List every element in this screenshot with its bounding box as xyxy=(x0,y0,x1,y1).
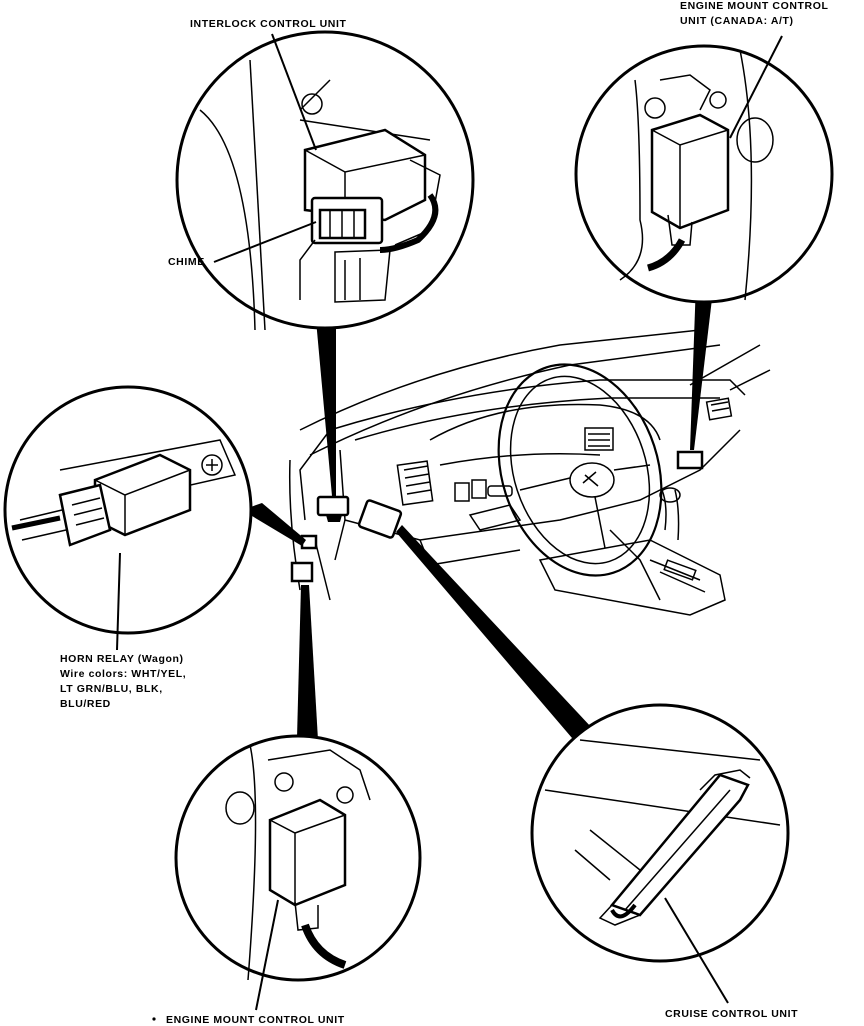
label-horn-relay-1: HORN RELAY (Wagon) xyxy=(60,653,184,665)
label-cruise-control-unit: CRUISE CONTROL UNIT xyxy=(665,1008,798,1020)
callout-engine-mount-top xyxy=(574,44,834,304)
label-chime: CHIME xyxy=(168,256,205,268)
leader-lines xyxy=(116,33,783,1011)
dashboard-parts xyxy=(290,450,704,583)
callout-cruise-control xyxy=(530,703,790,963)
callout-horn-relay xyxy=(3,385,253,635)
bullet-dot xyxy=(152,1017,156,1021)
labels: INTERLOCK CONTROL UNIT CHIME ENGINE MOUN… xyxy=(60,0,829,1026)
label-interlock-control-unit: INTERLOCK CONTROL UNIT xyxy=(190,18,347,30)
label-engine-mount-top-1: ENGINE MOUNT CONTROL xyxy=(680,0,829,12)
callout-pointers xyxy=(242,282,714,740)
label-horn-relay-2: Wire colors: WHT/YEL, xyxy=(60,668,186,680)
label-engine-mount-bottom: ENGINE MOUNT CONTROL UNIT xyxy=(166,1014,345,1026)
label-engine-mount-top-2: UNIT (CANADA: A/T) xyxy=(680,15,794,27)
label-horn-relay-3: LT GRN/BLU, BLK, xyxy=(60,683,163,695)
dashboard-illustration xyxy=(288,329,771,616)
callout-engine-mount-bottom xyxy=(174,734,422,982)
label-horn-relay-4: BLU/RED xyxy=(60,698,111,710)
callout-interlock-chime xyxy=(175,30,475,331)
